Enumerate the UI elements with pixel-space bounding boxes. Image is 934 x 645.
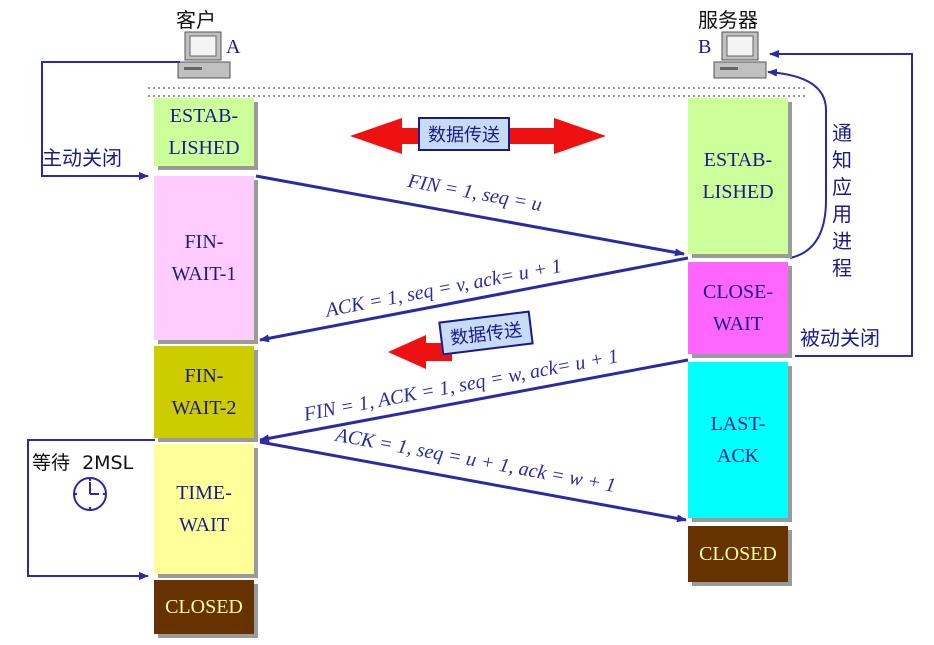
client-title: 客户	[176, 8, 216, 32]
notify-app-curve	[767, 68, 827, 259]
clock-icon	[73, 477, 107, 511]
message-arrow-fin1	[255, 174, 685, 257]
wait-2msl-label: 等待 2MSL	[32, 452, 134, 474]
server-state-closed: CLOSED	[688, 526, 788, 582]
message-arrow-fin2	[259, 358, 689, 443]
server-state-established: ESTAB-LISHED	[688, 98, 788, 254]
server-title: 服务器	[698, 8, 758, 32]
message-arrow-ack1	[259, 256, 689, 343]
data-transfer-tag-top: 数据传送	[418, 117, 510, 151]
server-computer-icon	[713, 31, 767, 79]
data-transfer-left-arrow	[388, 335, 452, 369]
client-state-established: ESTAB-LISHED	[154, 98, 254, 166]
wait-2msl-bracket	[27, 439, 155, 580]
server-state-last-ack: LAST-ACK	[688, 362, 788, 518]
client-state-fin-wait-1: FIN-WAIT-1	[154, 176, 254, 340]
passive-close-label: 被动关闭	[800, 326, 880, 350]
passive-close-bracket	[769, 50, 913, 357]
active-close-label: 主动关闭	[42, 146, 122, 170]
notify-app-label: 通知应用进程	[832, 121, 852, 280]
server-state-close-wait: CLOSE-WAIT	[688, 262, 788, 354]
client-state-closed: CLOSED	[154, 580, 254, 634]
client-state-time-wait: TIME-WAIT	[154, 444, 254, 574]
client-computer-icon	[177, 31, 231, 79]
client-letter: A	[226, 36, 241, 58]
server-letter: B	[698, 36, 712, 58]
active-close-bracket	[41, 61, 180, 180]
client-state-fin-wait-2: FIN-WAIT-2	[154, 346, 254, 438]
message-arrow-ack2	[259, 440, 687, 523]
